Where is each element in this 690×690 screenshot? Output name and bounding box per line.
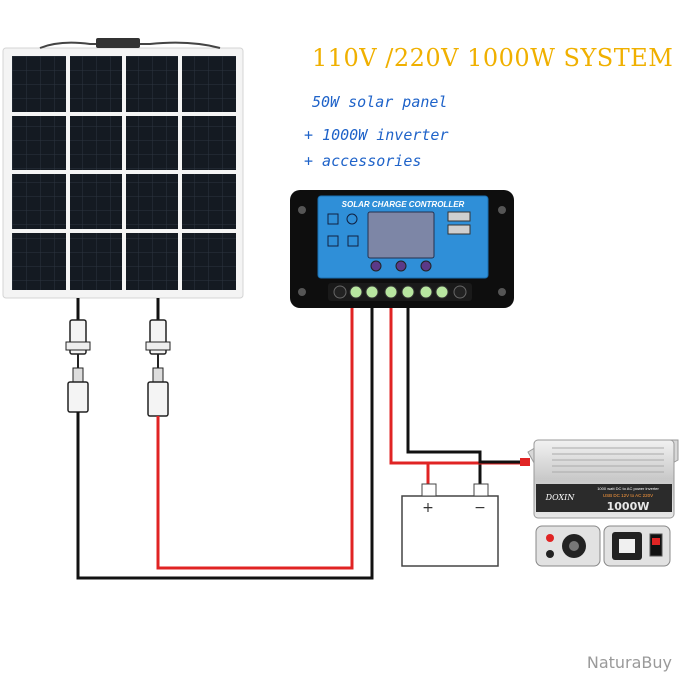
inverter-brand: DOXIN (545, 493, 576, 502)
battery-negative-wire (406, 300, 482, 488)
inverter-description: + 1000W inverter (304, 126, 449, 144)
inverter-power: 1000W (607, 500, 650, 513)
controller-label: SOLAR CHARGE CONTROLLER (342, 200, 465, 209)
solar-panel (2, 38, 244, 299)
wiring (76, 300, 528, 580)
power-inverter: DOXIN 1000 watt DC to AC power inverter … (520, 439, 679, 519)
mc4-connector-negative (65, 319, 91, 413)
battery-plus-label: + (422, 500, 434, 516)
watermark: NaturaBuy (586, 653, 672, 672)
panel-negative-wire (76, 300, 374, 580)
inverter-negative-wire (478, 452, 528, 464)
battery-positive-wire (389, 300, 430, 488)
battery: + − (401, 483, 499, 567)
panel-positive-wire (156, 300, 354, 570)
inverter-usb: USB DC 12V to AC 220V (603, 493, 653, 498)
panel-cables (65, 298, 171, 417)
mc4-connector-positive (145, 319, 171, 417)
panel-description: 50W solar panel (312, 93, 448, 111)
inverter-dc-end (535, 525, 601, 567)
controller-terminals (333, 285, 467, 299)
inverter-ac-end (603, 525, 671, 567)
accessories-description: + accessories (304, 152, 422, 170)
inverter-spec: 1000 watt DC to AC power inverter (597, 486, 659, 491)
diagram-title: 110V /220V 1000W SYSTEM (312, 44, 674, 72)
battery-minus-label: − (474, 500, 486, 516)
charge-controller: SOLAR CHARGE CONTROLLER (290, 190, 514, 308)
